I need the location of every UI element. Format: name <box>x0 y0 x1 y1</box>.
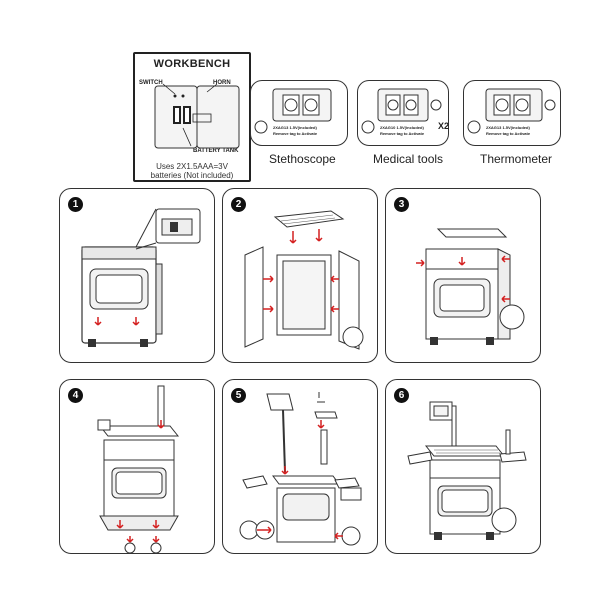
step-4-number: 4 <box>68 388 83 403</box>
medical-tools-multiplier: X2 <box>438 121 450 131</box>
step-5-number: 5 <box>231 388 246 403</box>
stethoscope-battery-panel: 2XAG13 1.5V(included) Remove tag to Acti… <box>250 80 348 146</box>
stethoscope-battery-illustration: 2XAG13 1.5V(included) Remove tag to Acti… <box>254 88 332 136</box>
switch-label: SWITCH <box>139 80 163 86</box>
step-1-illustration <box>81 208 201 347</box>
battery-tank-label: BATTERY TANK <box>193 148 239 154</box>
step-6-number: 6 <box>394 388 409 403</box>
thermometer-battery-line2: Remove tag to Activate <box>486 131 531 136</box>
workbench-battery-note: Uses 2X1.5AAA=3V batteries (Not included… <box>150 162 234 180</box>
thermometer-battery-illustration: 2XAG13 1.5V(included) Remove tag to Acti… <box>467 88 556 136</box>
step-6-panel: 6 <box>385 379 541 554</box>
step-1-panel: 1 <box>59 188 215 363</box>
stethoscope-label: Stethoscope <box>269 152 336 166</box>
stethoscope-battery-line2: Remove tag to Activate <box>273 131 318 136</box>
step-1-number: 1 <box>68 197 83 212</box>
step-3-panel: 3 <box>385 188 541 363</box>
workbench-title: WORKBENCH <box>153 58 231 70</box>
step-2-illustration <box>244 210 364 350</box>
step-3-number: 3 <box>394 197 409 212</box>
medical-tools-label: Medical tools <box>373 152 444 166</box>
medical-tools-battery-illustration: 2XAG10 1.5V(included) Remove tag to Acti… <box>361 88 442 136</box>
workbench-panel: WORKBENCH SWITCH HORN BATTERY TANK Uses … <box>133 52 251 182</box>
step-3-illustration <box>416 228 525 345</box>
horn-label: HORN <box>213 80 231 86</box>
medical-tools-battery-line1: 2XAG10 1.5V(included) <box>380 125 424 130</box>
thermometer-battery-panel: 2XAG13 1.5V(included) Remove tag to Acti… <box>463 80 561 146</box>
thermometer-label: Thermometer <box>480 152 553 166</box>
workbench-battery-illustration <box>154 83 240 149</box>
step-4-panel: 4 <box>59 379 215 554</box>
step-2-number: 2 <box>231 197 246 212</box>
thermometer-battery-line1: 2XAG13 1.5V(included) <box>486 125 530 130</box>
stethoscope-battery-line1: 2XAG13 1.5V(included) <box>273 125 317 130</box>
step-6-illustration <box>407 401 527 540</box>
step-5-illustration <box>239 392 362 546</box>
step-2-panel: 2 <box>222 188 378 363</box>
step-5-panel: 5 <box>222 379 378 554</box>
medical-tools-battery-panel: 2XAG10 1.5V(included) Remove tag to Acti… <box>357 80 449 146</box>
step-4-illustration <box>97 385 180 554</box>
medical-tools-battery-line2: Remove tag to Activate <box>380 131 425 136</box>
